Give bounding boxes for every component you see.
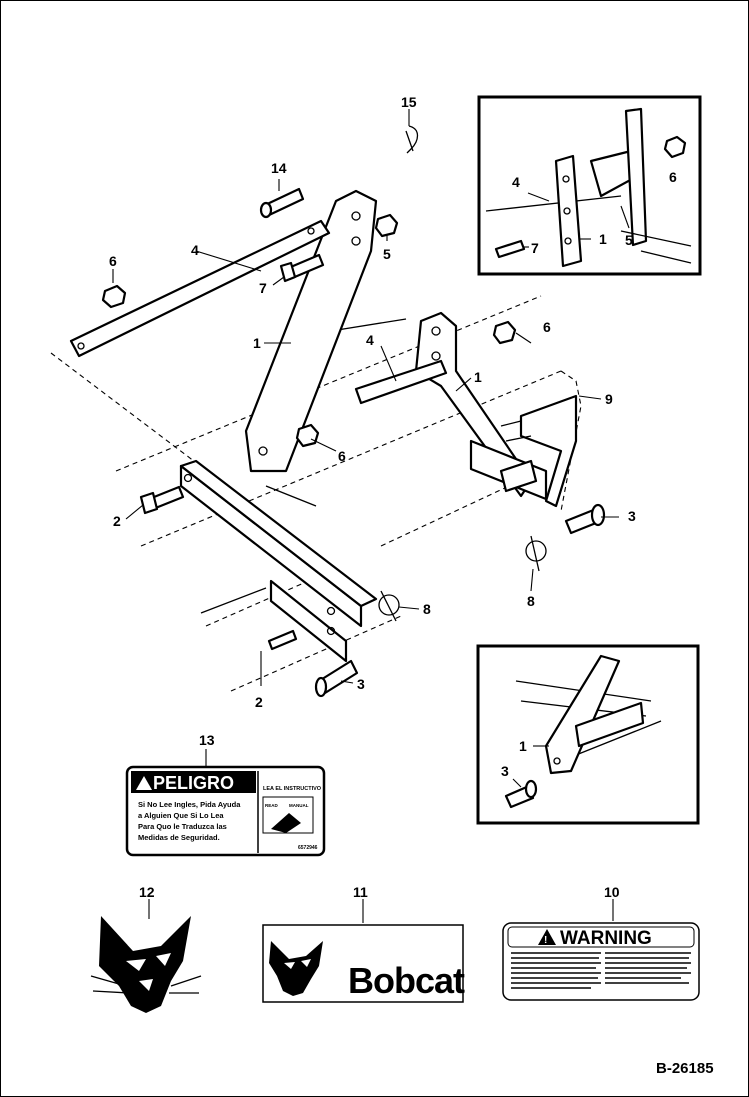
peligro-line-1: Si No Lee Ingles, Pida Ayuda xyxy=(138,800,241,809)
callout-1: 1 xyxy=(599,231,607,247)
callout-3: 3 xyxy=(501,763,509,779)
detail-inset-top xyxy=(477,95,702,276)
callout-1: 1 xyxy=(474,369,482,385)
peligro-decal: PELIGRO Si No Lee Ingles, Pida Ayuda a A… xyxy=(125,765,326,857)
peligro-line-4: Medidas de Seguridad. xyxy=(138,833,220,842)
callout-14: 14 xyxy=(271,160,287,176)
callout-6: 6 xyxy=(109,253,117,269)
bobcat-wordmark-decal: Bobcat xyxy=(262,924,466,1003)
callout-3: 3 xyxy=(628,508,636,524)
warning-title: WARNING xyxy=(560,928,652,949)
left-link-arm xyxy=(69,219,331,358)
callout-4: 4 xyxy=(512,174,520,190)
figure-id: B-26185 xyxy=(656,1060,714,1077)
bobcat-wordmark: Bobcat xyxy=(348,960,465,1001)
right-a-frame-bar xyxy=(354,311,548,501)
book-left-label: READ xyxy=(265,803,279,808)
callout-13: 13 xyxy=(199,732,215,748)
callout-labels: 15 14 4 6 7 5 1 4 1 9 6 6 2 3 8 8 2 3 4 … xyxy=(109,94,677,900)
callout-11: 11 xyxy=(353,884,368,900)
left-a-frame-bar xyxy=(244,189,378,473)
callout-8: 8 xyxy=(423,601,431,617)
peligro-line-3: Para Quo le Traduzca las xyxy=(138,822,227,831)
callout-4: 4 xyxy=(191,242,199,258)
callout-4: 4 xyxy=(366,332,374,348)
detail-inset-bottom xyxy=(476,644,700,825)
svg-text:!: ! xyxy=(544,935,547,946)
book-right-label: MANUAL xyxy=(289,803,309,808)
bobcat-head-decal xyxy=(90,916,202,1013)
callout-15: 15 xyxy=(401,94,417,110)
callout-7: 7 xyxy=(531,240,539,256)
callout-2: 2 xyxy=(255,694,263,710)
peligro-line-2: a Alguien Que Si Lo Lea xyxy=(138,811,224,820)
callout-1: 1 xyxy=(253,335,261,351)
callout-5: 5 xyxy=(625,232,633,248)
callout-6: 6 xyxy=(338,448,346,464)
callout-9: 9 xyxy=(605,391,613,407)
callout-8: 8 xyxy=(527,593,535,609)
hardware xyxy=(101,125,606,698)
peligro-part-number: 6572946 xyxy=(298,845,318,851)
hitch-plate xyxy=(500,394,578,508)
peligro-title: PELIGRO xyxy=(153,773,234,793)
callout-1: 1 xyxy=(519,738,527,754)
callout-6: 6 xyxy=(543,319,551,335)
callout-12: 12 xyxy=(139,884,155,900)
callout-10: 10 xyxy=(604,884,620,900)
callout-2: 2 xyxy=(113,513,121,529)
callout-3: 3 xyxy=(357,676,365,692)
warning-decal: ! WARNING xyxy=(502,922,700,1001)
lower-cross-bar xyxy=(179,459,378,663)
peligro-side-label: LEA EL INSTRUCTIVO xyxy=(263,786,322,792)
callout-5: 5 xyxy=(383,246,391,262)
leader-lines xyxy=(112,109,619,923)
callout-7: 7 xyxy=(259,280,267,296)
callout-6: 6 xyxy=(669,169,677,185)
